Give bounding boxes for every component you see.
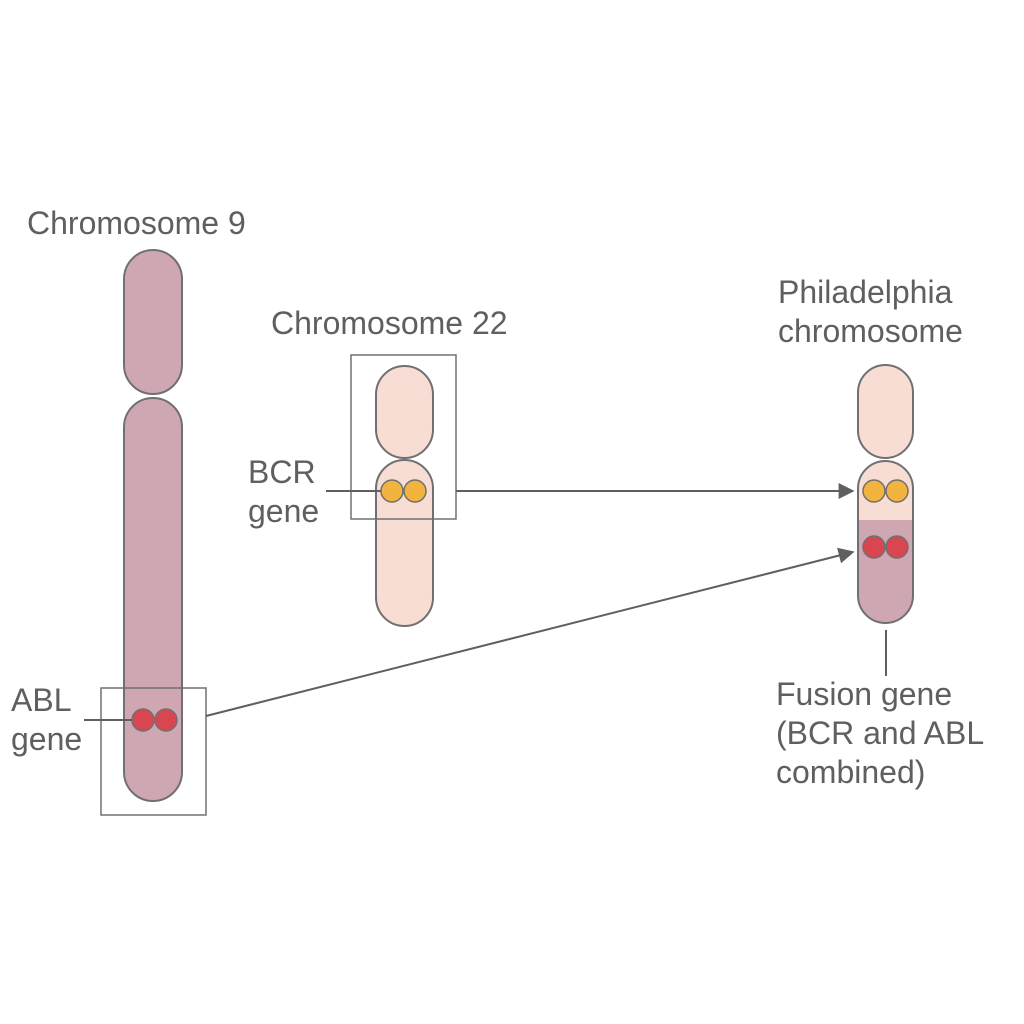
philadelphia-long-arm-abl-part bbox=[858, 520, 913, 624]
philadelphia-label-line: chromosome bbox=[778, 313, 963, 349]
chromosome-9-label: Chromosome 9 bbox=[27, 205, 246, 241]
fusion-bcr-dot bbox=[862, 479, 886, 503]
fusion-abl-dot bbox=[885, 535, 909, 559]
bcr-label-line: gene bbox=[248, 493, 320, 529]
bcr-gene-dot bbox=[380, 479, 404, 503]
chromosome-22-short-arm bbox=[375, 365, 434, 459]
fusion-bcr-dot bbox=[885, 479, 909, 503]
fusion-abl-dot bbox=[862, 535, 886, 559]
bcr-gene-dot bbox=[403, 479, 427, 503]
bcr-highlight-box bbox=[350, 354, 457, 520]
philadelphia-label-line: Philadelphia bbox=[778, 274, 953, 310]
abl-gene-label: ABL gene bbox=[11, 681, 82, 759]
fusion-label-line: (BCR and ABL bbox=[776, 715, 985, 751]
abl-gene-dot bbox=[154, 708, 178, 732]
chromosome-22-label: Chromosome 22 bbox=[271, 305, 508, 341]
chromosome-9 bbox=[84, 249, 207, 816]
fusion-label-line: Fusion gene bbox=[776, 676, 953, 712]
philadelphia-chromosome bbox=[857, 364, 914, 676]
philadelphia-chromosome-label: Philadelphia chromosome bbox=[778, 273, 963, 351]
chromosome-9-short-arm bbox=[123, 249, 183, 395]
abl-label-line: ABL bbox=[11, 682, 72, 718]
bcr-label-line: BCR bbox=[248, 454, 316, 490]
abl-translocation-arrow bbox=[205, 547, 855, 717]
abl-label-line: gene bbox=[11, 721, 83, 757]
abl-gene-dot bbox=[131, 708, 155, 732]
philadelphia-long-arm-outline bbox=[857, 460, 914, 624]
bcr-gene-label: BCR gene bbox=[248, 453, 319, 531]
abl-highlight-box bbox=[100, 687, 207, 816]
philadelphia-short-arm bbox=[857, 364, 914, 459]
chromosome-22 bbox=[326, 354, 457, 627]
chromosome-9-long-arm bbox=[123, 397, 183, 802]
fusion-label-line: combined) bbox=[776, 754, 926, 790]
fusion-gene-label: Fusion gene (BCR and ABL combined) bbox=[776, 675, 984, 792]
